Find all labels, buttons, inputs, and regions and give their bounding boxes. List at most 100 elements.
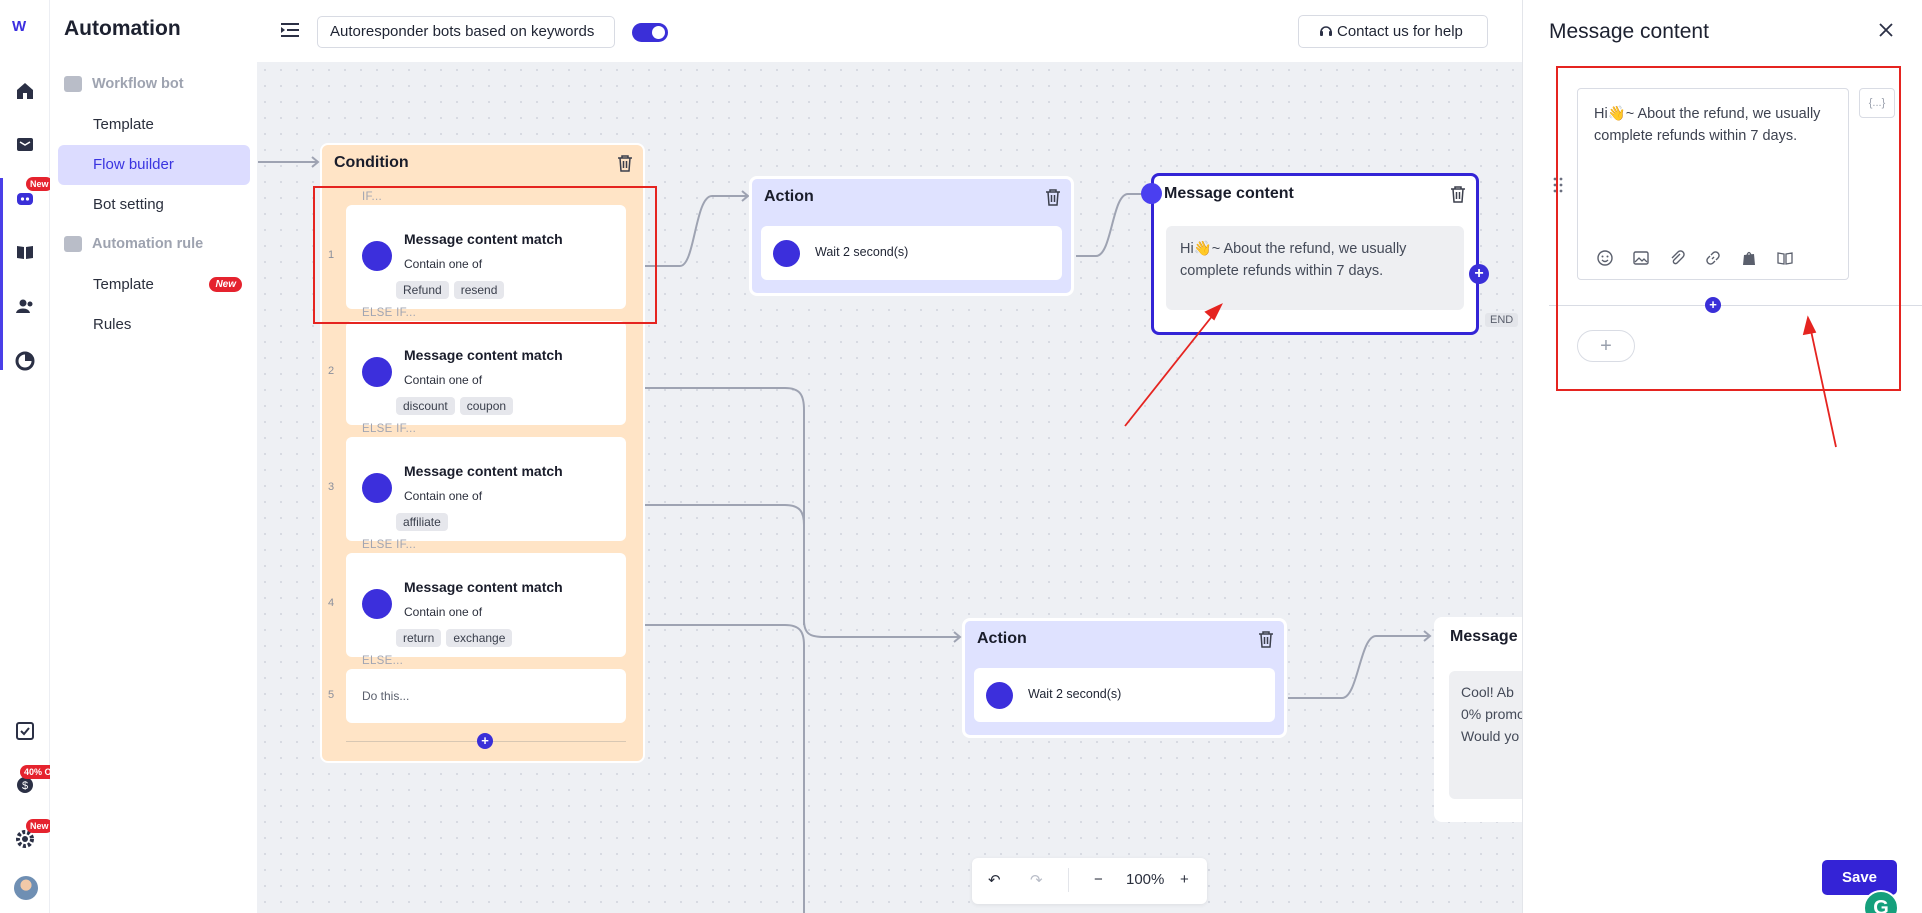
sidebar-item-template[interactable]: Template (93, 116, 154, 133)
branch-number: 4 (328, 597, 335, 609)
message-content-panel: Message content Hi👋~ About the refund, w… (1522, 0, 1922, 913)
zoom-toolbar: ↶ ↷ − 100% + (972, 858, 1207, 904)
zoom-level: 100% (1126, 871, 1165, 888)
branch-card[interactable]: IF... 1 Message content match Contain on… (328, 191, 626, 309)
trash-icon[interactable] (1045, 189, 1061, 206)
help-label: Contact us for help (1337, 23, 1463, 40)
keyword-tags: discount coupon (396, 397, 514, 415)
icon-rail: W New $ 40% OFF New (0, 0, 67, 913)
attachment-icon[interactable] (1668, 249, 1686, 267)
input-handle-dot[interactable] (1141, 183, 1162, 204)
automation-sidebar: Automation Workflow bot Template Flow bu… (50, 0, 257, 913)
link-icon[interactable] (1704, 249, 1722, 267)
toolbar-divider (1068, 868, 1069, 892)
contact-help-button[interactable]: Contact us for help (1298, 15, 1488, 48)
contacts-icon[interactable] (14, 295, 36, 317)
settings-icon[interactable] (14, 828, 36, 850)
branch-title: Message content match (404, 231, 563, 247)
panel-title: Message content (1549, 20, 1709, 43)
collapse-menu-icon[interactable] (281, 22, 299, 38)
chat-new-badge: New (26, 177, 53, 191)
add-message-button[interactable]: + (1577, 330, 1635, 362)
inbox-icon[interactable] (14, 133, 36, 155)
add-next-step-button[interactable]: + (1469, 264, 1489, 284)
image-icon[interactable] (1632, 249, 1650, 267)
save-button[interactable]: Save (1822, 860, 1897, 895)
builder-topbar: Autoresponder bots based on keywords Con… (257, 0, 1522, 62)
knowledge-book-icon[interactable] (1776, 249, 1794, 267)
message-line: Would yo (1461, 728, 1520, 744)
billing-icon[interactable]: $ (14, 774, 36, 796)
sidebar-item-bot-setting[interactable]: Bot setting (93, 196, 164, 213)
tag-icon (362, 357, 392, 387)
redo-icon[interactable]: ↷ (1030, 872, 1043, 889)
branch-subtitle: Contain one of (404, 373, 483, 387)
wait-step[interactable]: Wait 2 second(s) (761, 226, 1062, 280)
brand-logo[interactable]: W (12, 18, 26, 35)
message-content-node[interactable]: Message content Hi👋~ About the refund, w… (1151, 173, 1479, 335)
branch-label: ELSE... (362, 655, 404, 667)
message-title: Message c (1450, 628, 1522, 645)
wait-text: Wait 2 second(s) (815, 245, 909, 259)
branch-number: 5 (328, 689, 335, 701)
trash-icon[interactable] (617, 155, 633, 172)
keyword-tag: resend (453, 281, 505, 299)
condition-node[interactable]: Condition IF... 1 Message content match … (320, 143, 645, 763)
trash-icon[interactable] (1258, 631, 1274, 648)
book-icon[interactable] (14, 241, 36, 263)
branch-card[interactable]: ELSE IF... 3 Message content match Conta… (328, 423, 626, 541)
shopify-icon[interactable] (1740, 249, 1758, 267)
action-node[interactable]: Action Wait 2 second(s) (962, 618, 1287, 738)
zoom-out-icon[interactable]: − (1094, 871, 1103, 888)
insert-content-button[interactable]: + (1705, 297, 1721, 313)
sidebar-item-label: Template (93, 276, 154, 293)
branch-subtitle: Contain one of (404, 605, 483, 619)
branch-title: Message content match (404, 347, 563, 363)
tag-icon (362, 589, 392, 619)
message-content-node[interactable]: Message c Cool! Ab 0% promo Would yo (1434, 617, 1522, 822)
condition-title: Condition (334, 154, 409, 171)
grammarly-icon[interactable]: G (1863, 890, 1899, 913)
tag-icon (362, 241, 392, 271)
close-icon[interactable] (1878, 22, 1894, 38)
message-editor[interactable]: Hi👋~ About the refund, we usually comple… (1577, 88, 1849, 280)
svg-text:$: $ (22, 780, 28, 792)
keyword-tag: Refund (396, 281, 449, 299)
trash-icon[interactable] (1450, 186, 1466, 203)
branch-card[interactable]: ELSE IF... 4 Message content match Conta… (328, 539, 626, 657)
undo-icon[interactable]: ↶ (988, 872, 1001, 889)
else-branch-card[interactable]: ELSE... 5 Do this... (328, 655, 626, 723)
new-badge: New (209, 277, 242, 292)
drag-handle-icon[interactable] (1553, 176, 1563, 194)
action-title: Action (977, 630, 1027, 647)
bot-enabled-toggle[interactable] (632, 23, 668, 42)
bot-name-field[interactable]: Autoresponder bots based on keywords (317, 16, 615, 48)
branch-title: Message content match (404, 463, 563, 479)
branch-card[interactable]: ELSE IF... 2 Message content match Conta… (328, 307, 626, 425)
chatbot-icon[interactable] (14, 188, 36, 210)
sidebar-item-rules[interactable]: Rules (93, 316, 132, 333)
emoji-icon[interactable] (1596, 249, 1614, 267)
page-title: Automation (64, 17, 181, 40)
branch-label: ELSE IF... (362, 423, 417, 435)
home-icon[interactable] (14, 80, 36, 102)
zoom-in-icon[interactable]: + (1180, 871, 1189, 888)
action-title: Action (764, 188, 814, 205)
message-line: 0% promo (1461, 706, 1522, 722)
wait-step[interactable]: Wait 2 second(s) (974, 668, 1275, 722)
wait-text: Wait 2 second(s) (1028, 687, 1122, 701)
sidebar-item-rule-template[interactable]: Template New (58, 265, 250, 305)
tasks-icon[interactable] (14, 720, 36, 742)
message-textarea[interactable]: Hi👋~ About the refund, we usually comple… (1594, 106, 1821, 144)
editor-toolbar (1596, 249, 1794, 267)
user-avatar[interactable] (14, 876, 38, 900)
action-node[interactable]: Action Wait 2 second(s) (749, 176, 1074, 296)
analytics-icon[interactable] (14, 350, 36, 372)
insert-variable-button[interactable]: {...} (1859, 88, 1895, 118)
add-branch-button[interactable]: + (477, 733, 493, 749)
keyword-tag: exchange (446, 629, 513, 647)
keyword-tag: discount (396, 397, 455, 415)
settings-new-badge: New (26, 819, 53, 833)
else-text: Do this... (362, 689, 410, 703)
sidebar-item-flow-builder[interactable]: Flow builder (58, 145, 250, 185)
